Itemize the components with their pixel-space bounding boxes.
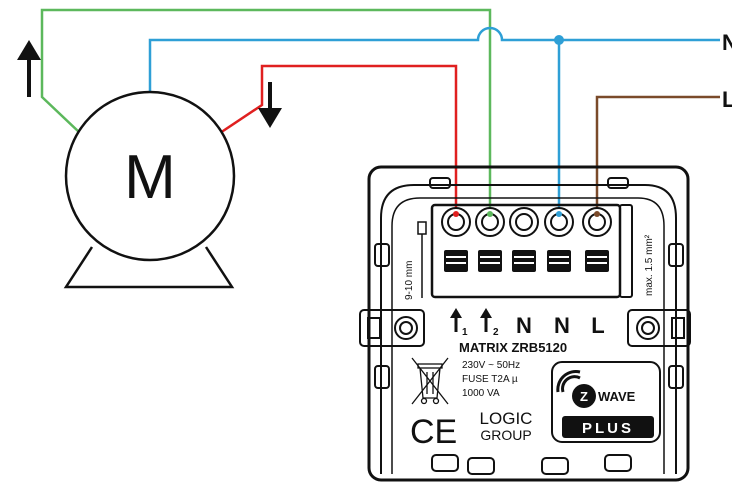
weee-bin-icon bbox=[411, 357, 449, 405]
terminal-label-1: 1 bbox=[462, 327, 468, 338]
ce-mark: CE bbox=[410, 413, 457, 451]
live-line-label: L bbox=[722, 87, 732, 112]
terminal-up-arrow-icon bbox=[480, 308, 492, 332]
motor-label: M bbox=[124, 143, 176, 212]
brown-wire bbox=[595, 95, 720, 213]
mounting-screw-right bbox=[627, 309, 691, 347]
green-wire bbox=[40, 8, 492, 213]
terminal-screws bbox=[441, 207, 612, 237]
strip-length-label: 9-10 mm bbox=[404, 261, 415, 300]
terminal-screw-5 bbox=[582, 207, 612, 237]
terminal-up-arrow-icon bbox=[450, 308, 462, 332]
voltage-rating: 230V ~ 50Hz bbox=[462, 360, 520, 371]
power-rating: 1000 VA bbox=[462, 388, 500, 399]
terminal-label-l: L bbox=[591, 313, 604, 338]
brand-line-2: GROUP bbox=[480, 427, 531, 443]
fuse-rating: FUSE T2A µ bbox=[462, 374, 518, 385]
strip-length-gauge bbox=[417, 221, 427, 298]
motor-symbol bbox=[63, 90, 236, 289]
junction-dot bbox=[554, 35, 564, 45]
down-arrow-icon bbox=[258, 82, 282, 128]
terminal-screw-3 bbox=[509, 207, 539, 237]
zwave-badge-bottom: PLUS bbox=[582, 420, 634, 437]
blue-wire bbox=[148, 26, 720, 95]
neutral-line-label: N bbox=[722, 30, 732, 55]
terminal-label-n2: N bbox=[554, 313, 570, 338]
terminal-clamps bbox=[444, 250, 609, 272]
red-wire bbox=[219, 64, 458, 213]
model-name: MATRIX ZRB5120 bbox=[459, 340, 567, 355]
terminal-screw-2 bbox=[475, 207, 505, 237]
up-arrow-icon bbox=[17, 40, 41, 97]
zwave-plus-badge: Z bbox=[551, 361, 661, 443]
svg-text:Z: Z bbox=[580, 389, 588, 404]
zwave-badge-top: WAVE bbox=[598, 389, 636, 404]
terminal-label-2: 2 bbox=[493, 327, 499, 338]
terminal-screw-4 bbox=[544, 207, 574, 237]
terminal-label-n1: N bbox=[516, 313, 532, 338]
terminal-screw-1 bbox=[441, 207, 471, 237]
brand-line-1: LOGIC bbox=[480, 409, 533, 428]
wire-size-label: max. 1.5 mm² bbox=[644, 234, 655, 296]
mounting-screw-left bbox=[359, 309, 425, 347]
